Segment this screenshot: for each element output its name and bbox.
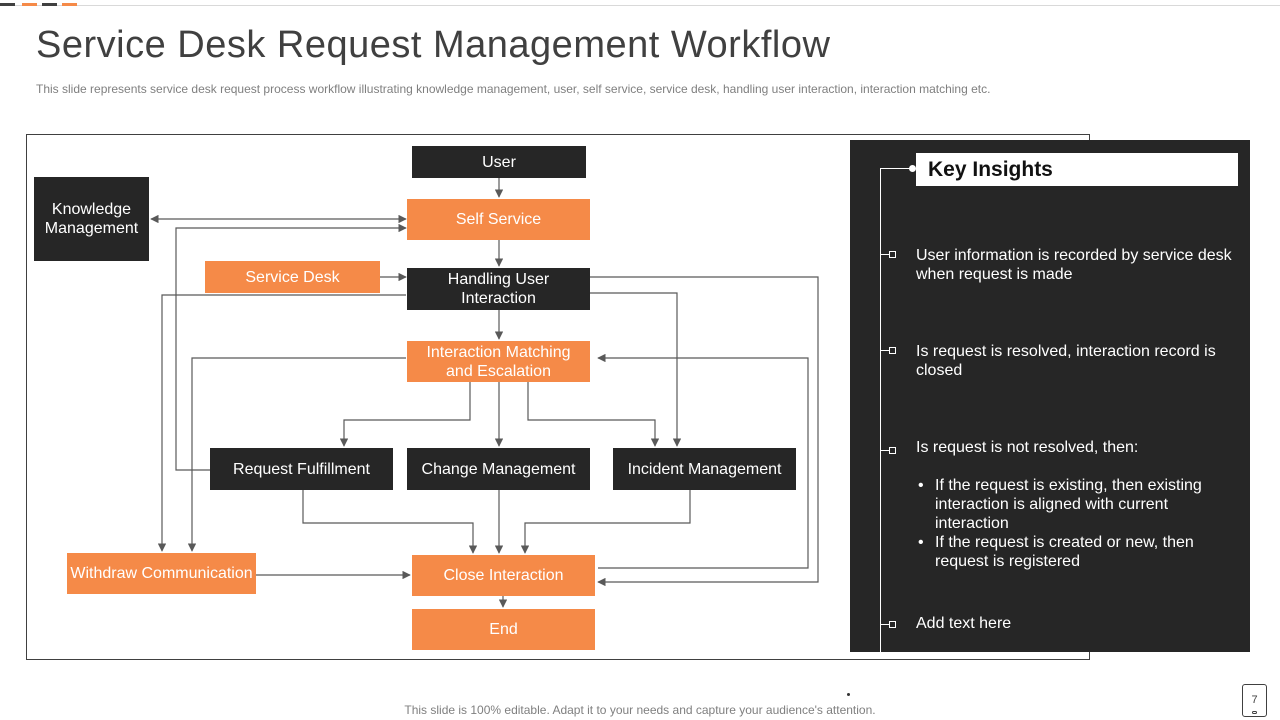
connector-close-back-to-matching <box>597 353 809 569</box>
dot-bullet-icon: • <box>918 534 924 551</box>
insight-sub-item-2: •If the request is created or new, then … <box>918 534 1194 570</box>
request-fulfillment-box: Request Fulfillment <box>210 448 393 490</box>
panel-timeline-line <box>880 168 881 652</box>
insight-connector-2 <box>880 350 890 351</box>
square-bullet-icon <box>889 251 896 258</box>
change-management-box: Change Management <box>407 448 590 490</box>
decor-dot <box>847 693 850 696</box>
interaction-matching-box: Interaction Matching and Escalation <box>407 341 590 382</box>
close-interaction-box: Close Interaction <box>412 555 595 596</box>
connector-handling-to-incident <box>590 292 682 447</box>
top-rule <box>0 5 1280 6</box>
connector-handling-to-close <box>590 276 819 587</box>
insight-item-1: User information is recorded by service … <box>916 247 1232 283</box>
connector-matching-to-fulfillment <box>339 382 471 447</box>
insight-item-4: Add text here <box>916 615 1012 632</box>
key-insights-title: Key Insights <box>916 153 1238 186</box>
square-bullet-icon <box>889 447 896 454</box>
connector-matching-to-incident <box>527 382 660 447</box>
decor-dash-1 <box>0 3 15 6</box>
connector-fulfillment-to-close <box>302 490 478 554</box>
insight-item-2: Is request is resolved, interaction reco… <box>916 343 1216 379</box>
decor-dash-2 <box>22 3 37 6</box>
self-service-box: Self Service <box>407 199 590 240</box>
end-box: End <box>412 609 595 650</box>
page-subtitle: This slide represents service desk reque… <box>36 82 991 96</box>
decor-dash-4 <box>62 3 77 6</box>
page-number-icon: 7 <box>1242 684 1267 717</box>
square-bullet-icon <box>889 347 896 354</box>
connector-matching-to-withdraw <box>187 357 406 552</box>
connector-handling-to-withdraw <box>157 294 406 552</box>
insight-sub-list: •If the request is existing, then existi… <box>916 476 1238 571</box>
decor-dash-3 <box>42 3 57 6</box>
panel-title-connector <box>880 168 914 169</box>
insight-connector-4 <box>880 624 890 625</box>
user-box: User <box>412 146 586 178</box>
insight-connector-1 <box>880 254 890 255</box>
handling-user-interaction-box: Handling User Interaction <box>407 268 590 310</box>
connector-fulfillment-to-self-service <box>175 223 407 471</box>
dot-bullet-icon: • <box>918 477 924 494</box>
square-bullet-icon <box>889 621 896 628</box>
key-insights-panel <box>850 140 1250 652</box>
incident-management-box: Incident Management <box>613 448 796 490</box>
footer-note: This slide is 100% editable. Adapt it to… <box>404 703 876 717</box>
service-desk-box: Service Desk <box>205 261 380 293</box>
insight-item-3: Is request is not resolved, then: <box>916 439 1139 456</box>
page-title: Service Desk Request Management Workflow <box>36 24 831 66</box>
insight-connector-3 <box>880 450 890 451</box>
withdraw-communication-box: Withdraw Communication <box>67 553 256 594</box>
knowledge-management-box: Knowledge Management <box>34 177 149 261</box>
insight-sub-item-1: •If the request is existing, then existi… <box>918 477 1202 532</box>
panel-title-dot <box>909 165 916 172</box>
connector-incident-to-close <box>520 490 691 554</box>
